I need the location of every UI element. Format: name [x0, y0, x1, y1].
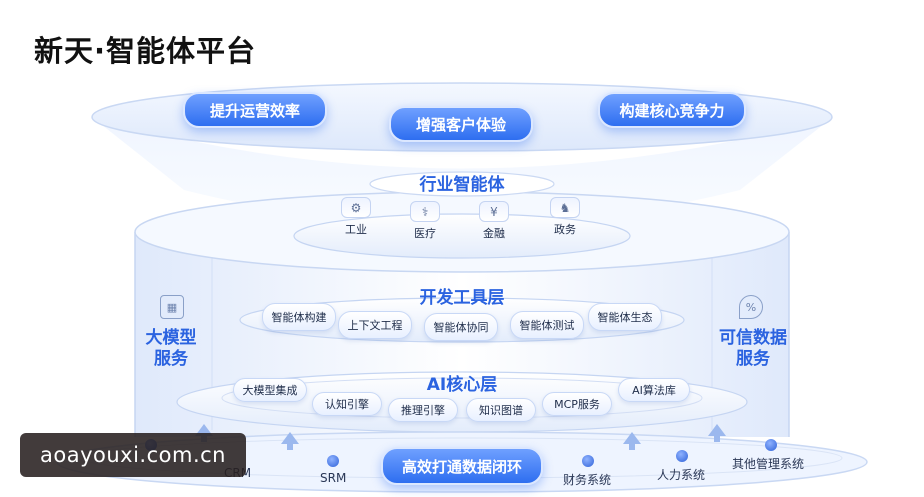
goal-pill-competitiveness: 构建核心竞争力: [598, 92, 746, 128]
chess-knight-icon: ♞: [550, 197, 580, 218]
ai-layer-title: AI核心层: [426, 375, 498, 395]
left-side-service-label: 大模型 服务: [136, 328, 206, 370]
industry-item-label: 金融: [483, 227, 505, 240]
ai-item-ai-algorithm-lib: AI算法库: [618, 378, 690, 402]
system-dot: [327, 455, 339, 467]
system-label-hr: 人力系统: [657, 468, 706, 482]
system-label-finance: 财务系统: [563, 473, 612, 487]
right-side-service-label: 可信数据 服务: [714, 328, 792, 370]
stethoscope-icon: ⚕: [410, 201, 440, 222]
dev-item-agent-test: 智能体测试: [510, 311, 584, 339]
goal-pill-efficiency: 提升运营效率: [183, 92, 327, 128]
dev-item-agent-collab: 智能体协同: [424, 313, 498, 341]
page-title: 新天·智能体平台: [34, 34, 257, 68]
ai-item-llm-integration: 大模型集成: [233, 378, 307, 402]
up-arrow-icon: [708, 424, 726, 442]
right-side-line-1: 可信数据: [719, 328, 787, 348]
dev-item-agent-ecosystem: 智能体生态: [588, 303, 662, 331]
right-side-line-2: 服务: [736, 349, 770, 369]
ai-item-cognitive-engine: 认知引擎: [312, 392, 382, 416]
left-side-line-2: 服务: [154, 349, 188, 369]
top-funnel: [92, 117, 833, 225]
percent-drop-icon: %: [739, 295, 763, 319]
ai-item-mcp-service: MCP服务: [542, 392, 612, 416]
yen-icon: ¥: [479, 201, 509, 222]
industry-item-label: 医疗: [414, 227, 436, 240]
industry-item-label: 政务: [554, 223, 576, 236]
ai-item-knowledge-graph: 知识图谱: [466, 398, 536, 422]
up-arrow-icon: [281, 432, 299, 450]
system-dot: [765, 439, 777, 451]
up-arrow-icon: [623, 432, 641, 450]
dev-layer-title: 开发工具层: [419, 288, 505, 308]
system-dot: [582, 455, 594, 467]
left-side-line-1: 大模型: [145, 328, 197, 348]
system-dot: [676, 450, 688, 462]
system-label-other: 其他管理系统: [732, 457, 805, 471]
chart-icon: ▦: [160, 295, 184, 319]
industry-layer-title: 行业智能体: [419, 175, 505, 195]
gear-icon: ⚙: [341, 197, 371, 218]
industry-tier-disk: [293, 213, 631, 259]
industry-item-finance: ¥ 金融: [462, 201, 526, 241]
industry-title-disk: [369, 171, 555, 197]
industry-item-government: ♞ 政务: [533, 197, 597, 237]
industry-item-industrial: ⚙ 工业: [324, 197, 388, 237]
industry-item-label: 工业: [345, 223, 367, 236]
industry-item-medical: ⚕ 医疗: [393, 201, 457, 241]
dev-item-context-engineering: 上下文工程: [338, 311, 412, 339]
goal-pill-experience: 增强客户体验: [389, 106, 533, 142]
dev-item-agent-build: 智能体构建: [262, 303, 336, 331]
watermark-banner: aoayouxi.com.cn: [20, 433, 246, 477]
system-label-srm: SRM: [320, 471, 347, 485]
ai-item-reasoning-engine: 推理引擎: [388, 398, 458, 422]
data-loop-pill: 高效打通数据闭环: [381, 447, 543, 485]
